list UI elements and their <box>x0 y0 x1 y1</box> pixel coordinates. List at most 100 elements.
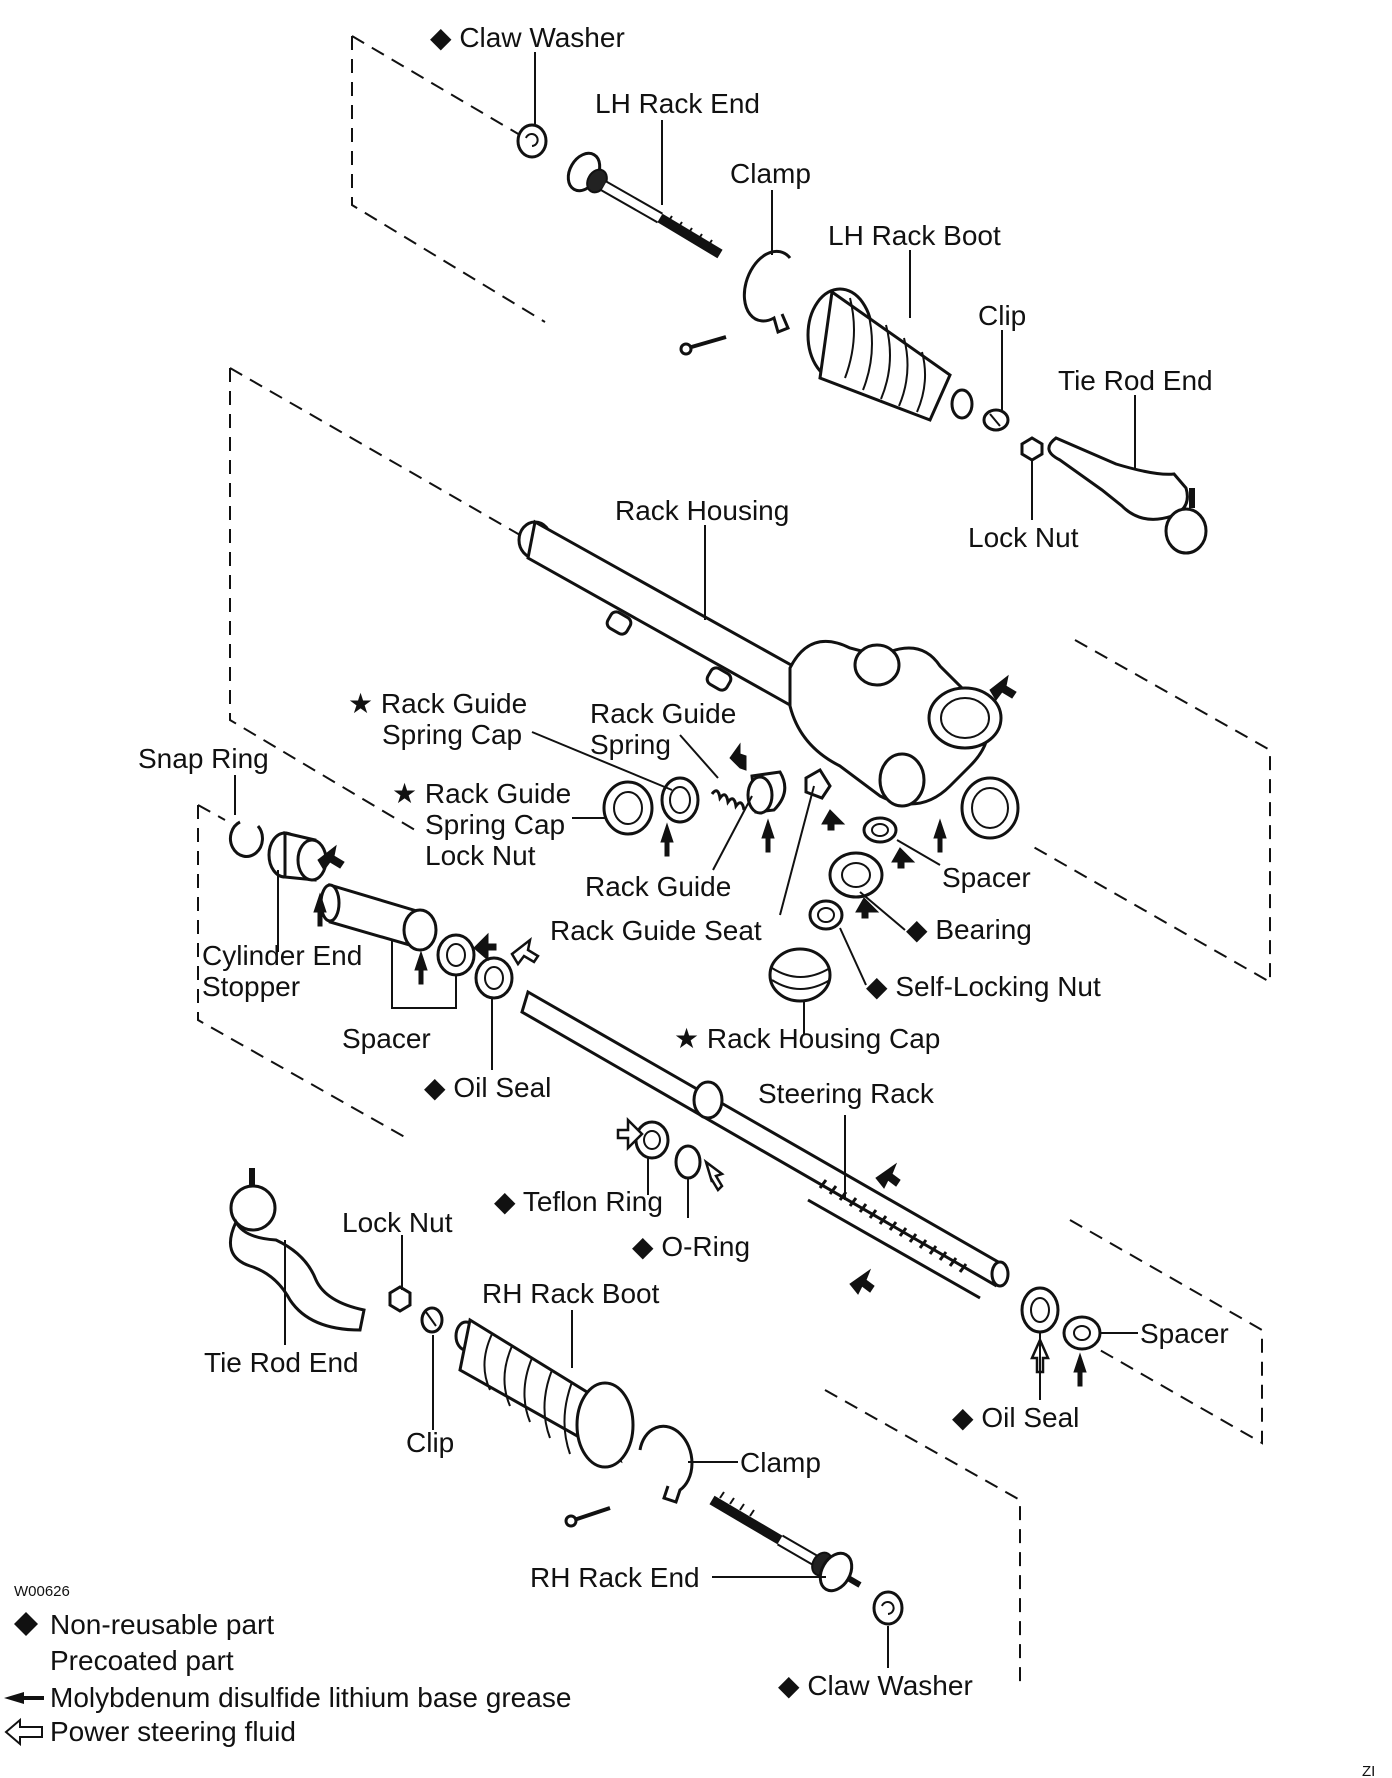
svg-text:◆ Teflon Ring: ◆ Teflon Ring <box>494 1186 663 1217</box>
fluid-arrow-icon <box>703 1158 725 1193</box>
grease-arrow-icon <box>761 818 775 853</box>
label-spring-cap-lock-nut-line3: Lock Nut <box>425 840 536 871</box>
grease-arrow-icon <box>313 892 327 927</box>
label-spacer-right: Spacer <box>942 862 1031 893</box>
svg-text:◆ Claw Washer: ◆ Claw Washer <box>430 22 625 53</box>
label-clip-top: Clip <box>978 300 1026 331</box>
label-lock-nut-top: Lock Nut <box>968 522 1079 553</box>
label-spring-cap-lock-nut: Rack Guide <box>425 778 571 809</box>
figure-code: W00626 <box>14 1583 70 1600</box>
outline-oil-seal-right <box>1064 1219 1263 1445</box>
fluid-arrow-icon <box>510 936 540 967</box>
grease-arrow-icon <box>660 822 674 857</box>
grease-arrow-icon <box>1073 1352 1087 1387</box>
rh-rack-boot-part <box>454 1317 635 1469</box>
label-rack-guide: Rack Guide <box>585 871 731 902</box>
oil-seal-right-part <box>1020 1286 1060 1334</box>
spring-cap-lock-nut-part <box>602 780 654 836</box>
grease-arrow-icon <box>849 1268 875 1295</box>
rack-guide-seat-part <box>804 767 832 800</box>
clip-top-part <box>982 408 1010 432</box>
fluid-arrow-icon <box>4 1717 43 1747</box>
rh-rack-end-part <box>709 1491 862 1593</box>
teflon-ring-part <box>634 1120 670 1160</box>
grease-arrow-icon <box>875 1162 901 1189</box>
label-cylinder-end-stopper-line2: Stopper <box>202 971 300 1002</box>
label-o-ring: O-Ring <box>661 1231 750 1262</box>
spacer-right-part <box>862 816 898 844</box>
label-rack-guide-spring-cap: Rack Guide <box>381 688 527 719</box>
lh-rack-boot-part <box>806 287 974 422</box>
svg-text:★ Rack Guide: ★ Rack Guide <box>392 778 571 809</box>
legend-non-reusable: Non-reusable part <box>14 1609 274 1640</box>
grease-arrow-icon <box>317 844 345 871</box>
bearing-part <box>828 851 884 899</box>
claw-washer-bottom-part <box>872 1590 904 1626</box>
outline-lh-rack-end <box>351 36 546 323</box>
label-tie-rod-end-top: Tie Rod End <box>1058 365 1213 396</box>
rack-guide-part <box>746 770 787 815</box>
label-rack-guide-seat: Rack Guide Seat <box>550 915 762 946</box>
grease-arrow-icon <box>729 742 747 771</box>
label-lh-rack-boot: LH Rack Boot <box>828 220 1001 251</box>
snap-ring-part <box>228 820 264 858</box>
svg-text:◆ O-Ring: ◆ O-Ring <box>632 1231 750 1262</box>
label-spring-cap-lock-nut-line2: Spring Cap <box>425 809 565 840</box>
rack-housing-part <box>517 519 1020 840</box>
grease-arrow-icon <box>855 897 880 919</box>
label-bearing: Bearing <box>935 914 1032 945</box>
cylinder-end-stopper-part <box>267 831 328 882</box>
label-tie-rod-end-bottom: Tie Rod End <box>204 1347 359 1378</box>
svg-text:◆ Oil Seal: ◆ Oil Seal <box>424 1072 551 1103</box>
rack-guide-spring-cap-part <box>660 776 700 824</box>
assembly-outlines <box>197 35 1271 1690</box>
outline-rack-housing <box>229 368 416 831</box>
label-self-locking-nut: Self-Locking Nut <box>895 971 1101 1002</box>
rack-housing-cap-part <box>768 947 832 1003</box>
label-clamp-bottom: Clamp <box>740 1447 821 1478</box>
label-steering-rack: Steering Rack <box>758 1078 935 1109</box>
label-claw-washer-bottom: Claw Washer <box>807 1670 972 1701</box>
svg-text:★ Rack Housing Cap: ★ Rack Housing Cap <box>674 1023 940 1054</box>
outline-cylinder <box>197 805 411 1141</box>
outline-rack-housing-right <box>1029 639 1271 984</box>
clamp-top-part <box>679 249 792 356</box>
label-oil-seal-right: Oil Seal <box>981 1402 1079 1433</box>
oil-seal-left-part <box>474 956 514 1000</box>
tie-rod-end-top-part <box>1047 436 1208 555</box>
legend: Non-reusable part Precoated part Molybde… <box>4 1609 571 1747</box>
label-clip-bottom: Clip <box>406 1427 454 1458</box>
svg-text:◆ Self-Locking Nut: ◆ Self-Locking Nut <box>866 971 1101 1002</box>
svg-text:◆ Bearing: ◆ Bearing <box>906 914 1032 945</box>
rack-guide-spring-part <box>710 789 746 811</box>
legend-precoated: Precoated part <box>50 1645 234 1676</box>
label-rh-rack-boot: RH Rack Boot <box>482 1278 660 1309</box>
grease-arrow-icon <box>473 932 497 962</box>
label-snap-ring: Snap Ring <box>138 743 269 774</box>
fluid-arrow-icon <box>616 1116 644 1152</box>
grease-arrow-icon <box>821 809 846 831</box>
leader-lines <box>234 52 1138 1668</box>
svg-text:◆ Oil Seal: ◆ Oil Seal <box>952 1402 1079 1433</box>
label-teflon-ring: Teflon Ring <box>523 1186 663 1217</box>
spacer-tube-part <box>319 882 438 952</box>
svg-text:Precoated part: Precoated part <box>50 1645 234 1676</box>
svg-text:Molybdenum disulfide lithium b: Molybdenum disulfide lithium base grease <box>50 1682 571 1713</box>
grease-arrow-icon <box>891 847 916 869</box>
label-rh-rack-end: RH Rack End <box>530 1562 700 1593</box>
grease-arrow-icon <box>4 1692 44 1704</box>
svg-text:◆ Claw Washer: ◆ Claw Washer <box>778 1670 973 1701</box>
legend-fluid: Power steering fluid <box>4 1716 296 1747</box>
label-clamp-top: Clamp <box>730 158 811 189</box>
label-rack-housing: Rack Housing <box>615 495 789 526</box>
part-labels: ◆ Claw Washer LH Rack End Clamp LH Rack … <box>138 22 1229 1701</box>
steering-rack-part <box>520 989 1010 1300</box>
outline-rh-rack-end <box>824 1389 1021 1690</box>
legend-grease: Molybdenum disulfide lithium base grease <box>4 1682 571 1713</box>
svg-text:★ Rack Guide: ★ Rack Guide <box>348 688 527 719</box>
self-locking-nut-part <box>808 899 844 931</box>
grease-arrows <box>313 674 1087 1387</box>
grease-arrow-icon <box>933 818 947 853</box>
label-cylinder-end-stopper: Cylinder End <box>202 940 362 971</box>
svg-text:Non-reusable part: Non-reusable part <box>50 1609 274 1640</box>
